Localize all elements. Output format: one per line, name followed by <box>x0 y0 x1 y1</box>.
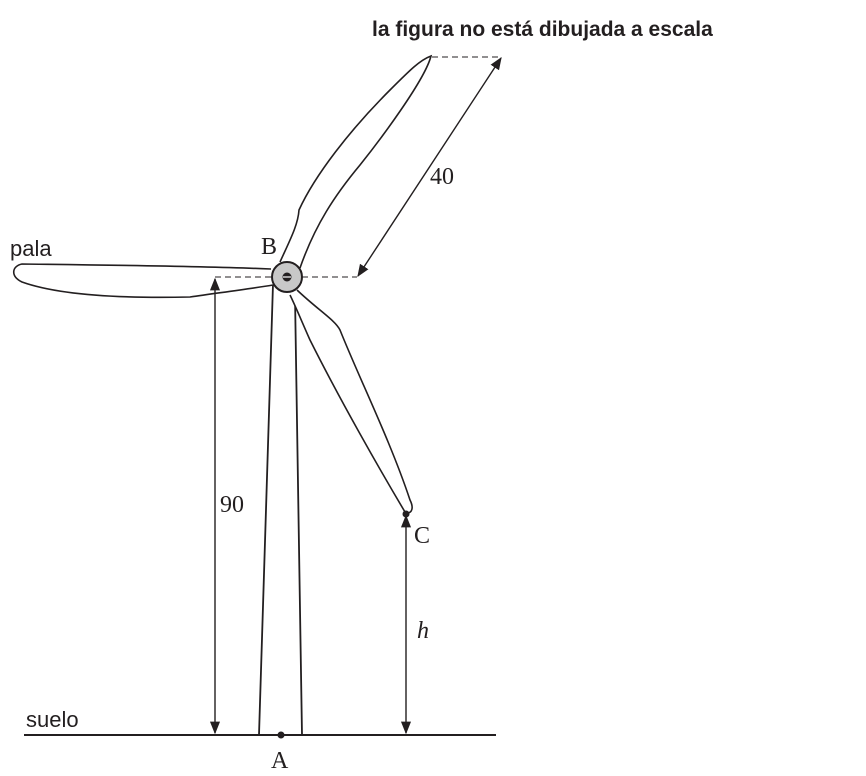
scale-note: la figura no está dibujada a escala <box>372 18 713 41</box>
hub-height-label: 90 <box>220 492 244 518</box>
tip-height-label: h <box>417 618 429 644</box>
ground-label: suelo <box>26 707 79 732</box>
blade-length-arrow <box>357 56 502 278</box>
blade-lower <box>289 289 413 514</box>
point-c-dot <box>402 510 410 518</box>
point-b-label: B <box>261 234 277 260</box>
point-a-dot <box>277 731 285 739</box>
blade-left <box>12 263 274 299</box>
point-c-label: C <box>414 523 430 549</box>
blade-length-label: 40 <box>430 164 454 190</box>
point-a-label: A <box>271 748 289 774</box>
blade-upper <box>279 54 433 269</box>
tower <box>258 283 303 736</box>
blade-label: pala <box>10 236 52 261</box>
